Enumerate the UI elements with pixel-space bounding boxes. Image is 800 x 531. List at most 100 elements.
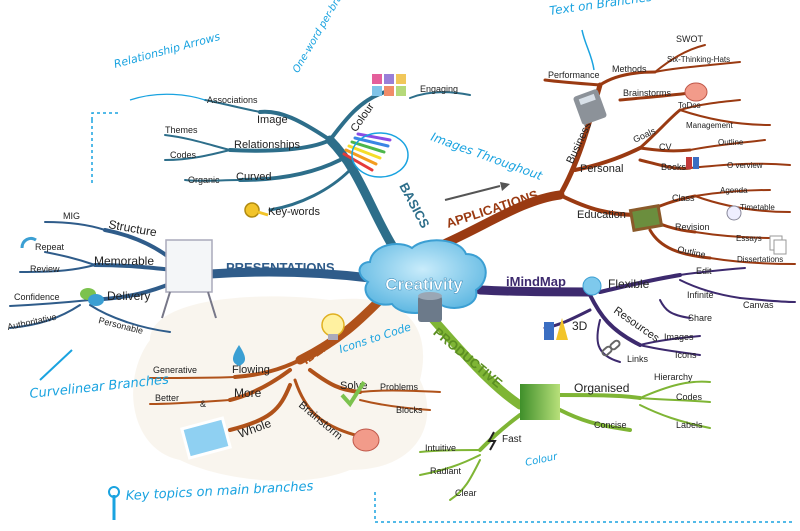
node-problems[interactable]: Problems [380,382,419,392]
node-class[interactable]: Class [672,193,695,203]
node-outline-education[interactable]: Outline [677,244,707,260]
arrow-graphic [444,182,510,201]
node-timetable[interactable]: Timetable [740,203,775,212]
chalkboard-icon [628,203,664,233]
node-image[interactable]: Image [257,114,288,126]
node-memorable[interactable]: Memorable [94,254,154,268]
node-authoritative[interactable]: Authoritative [6,312,57,332]
note-one-word: One-word per-branch [291,0,354,75]
node-agenda[interactable]: Agenda [720,186,748,195]
node-intuitive[interactable]: Intuitive [425,443,456,453]
node-infinite[interactable]: Infinite [687,290,714,300]
node-labels[interactable]: Labels [676,420,703,430]
node-six-thinking-hats[interactable]: Six-Thinking-Hats [667,55,730,64]
node-hierarchy[interactable]: Hierarchy [654,372,693,382]
node-colour-productive[interactable]: Colour [524,451,559,469]
node-goals[interactable]: Goals [631,126,657,145]
node-review[interactable]: Review [30,264,60,274]
landscape-picture-icon [179,416,233,460]
node-outline-personal[interactable]: Outline [718,138,744,147]
node-flowing[interactable]: Flowing [232,364,270,376]
node-overview[interactable]: O verview [727,161,763,170]
productive-label: PRODUCTIVE [430,324,505,390]
node-books[interactable]: Books [661,162,687,172]
note-text-on-branches: Text on Branches [548,0,653,18]
brain-icon [684,82,708,102]
presentation-easel-icon [161,239,217,319]
node-delivery[interactable]: Delivery [107,289,150,303]
speaker-icon [582,276,602,296]
node-repeat[interactable]: Repeat [35,242,65,252]
node-relationships[interactable]: Relationships [234,139,301,151]
basics-branch [164,90,471,255]
node-share[interactable]: Share [688,313,712,323]
calculator-icon [573,89,607,125]
paint-pot-icon [418,292,442,322]
node-revision[interactable]: Revision [675,222,710,232]
central-topic[interactable]: Creativity [358,239,487,314]
node-mig[interactable]: MIG [63,211,80,221]
node-personal[interactable]: Personal [580,163,623,175]
node-associations[interactable]: Associations [207,95,258,105]
node-brainstorms[interactable]: Brainstorms [623,88,672,98]
node-cv[interactable]: CV [659,142,672,152]
node-radiant[interactable]: Radiant [430,466,462,476]
note-relationship-arrows: Relationship Arrows [112,30,221,71]
node-links[interactable]: Links [627,354,649,364]
node-codes[interactable]: Codes [170,150,197,160]
books-icon [686,157,699,169]
node-essays[interactable]: Essays [736,234,762,243]
water-drop-icon [232,345,246,366]
node-dissertations[interactable]: Dissertations [737,255,783,264]
node-resources[interactable]: Resources [611,305,661,345]
node-management[interactable]: Management [686,121,733,130]
node-ampersand[interactable]: & [200,399,206,409]
node-concise[interactable]: Concise [594,420,627,430]
node-organised[interactable]: Organised [574,381,629,395]
imindmap-branch [475,267,796,363]
node-generative[interactable]: Generative [153,365,197,375]
lightning-icon [487,431,497,451]
brain-ideas-icon [352,428,380,452]
node-better[interactable]: Better [155,393,179,403]
node-curved[interactable]: Curved [236,171,271,183]
productive-sublabels: Organised Hierarchy Codes Labels Concise… [425,372,703,498]
productive-branch [419,305,711,501]
documents-icon [769,235,787,255]
node-blocks[interactable]: Blocks [396,405,423,415]
lightbulb-icon [321,313,345,340]
node-more[interactable]: More [234,386,262,400]
node-3d[interactable]: 3D [572,319,588,333]
node-fast[interactable]: Fast [502,434,522,445]
node-colour[interactable]: Colour [348,101,377,135]
node-education[interactable]: Education [577,209,626,221]
node-canvas[interactable]: Canvas [743,300,774,310]
check-mark-icon [340,380,366,408]
repeat-arrow-icon [20,236,37,249]
node-themes[interactable]: Themes [165,125,198,135]
node-icons[interactable]: Icons [675,350,697,360]
node-clear[interactable]: Clear [455,488,477,498]
node-methods[interactable]: Methods [612,64,647,74]
node-edit[interactable]: Edit [696,266,712,276]
node-confidence[interactable]: Confidence [14,292,60,302]
ideas-branch [149,295,441,437]
node-performance[interactable]: Performance [548,70,600,80]
colour-swatches-icon [372,74,406,96]
node-organic[interactable]: Organic [188,175,220,185]
node-personable[interactable]: Personable [98,315,145,336]
3d-shapes-icon [544,318,568,340]
node-swot[interactable]: SWOT [676,34,703,44]
key-icon [244,202,269,218]
presentations-sublabels: Structure MIG Memorable Repeat Review De… [6,211,158,336]
node-flexible[interactable]: Flexible [608,277,650,291]
node-images[interactable]: Images [664,332,694,342]
node-codes-productive[interactable]: Codes [676,392,703,402]
clock-icon [726,205,742,221]
node-key-words[interactable]: Key-words [268,206,320,218]
node-todos[interactable]: ToDos [678,101,701,110]
presentations-label: PRESENTATIONS [226,260,335,275]
node-engaging[interactable]: Engaging [420,84,458,94]
